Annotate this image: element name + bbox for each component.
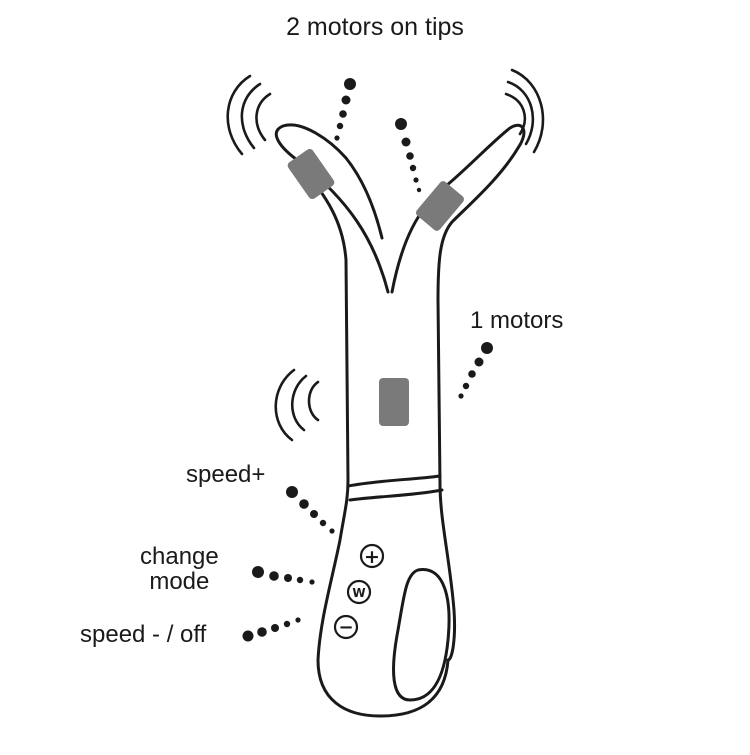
device-stem-right bbox=[436, 298, 456, 662]
device-handle-hole bbox=[392, 568, 451, 702]
motor-tip-left bbox=[287, 148, 335, 200]
device-band-top bbox=[346, 474, 442, 488]
plus-button-ring bbox=[359, 543, 385, 569]
leader-change-mode bbox=[252, 566, 315, 585]
device-band-bottom bbox=[348, 488, 444, 502]
vibration-arcs-body bbox=[274, 368, 320, 442]
body-motor-label: 1 motors bbox=[470, 307, 564, 334]
motor-tip-right bbox=[416, 181, 464, 231]
speed-down-button[interactable]: − bbox=[338, 617, 353, 638]
speed-down-label: speed - / off bbox=[80, 621, 207, 648]
minus-button-ring bbox=[333, 614, 359, 640]
mode-button[interactable]: W bbox=[352, 586, 365, 600]
leader-body-motor bbox=[458, 342, 493, 399]
device-body-left-outline bbox=[275, 123, 390, 294]
vibration-arcs-right-tip bbox=[504, 68, 545, 154]
leader-tip-right bbox=[395, 118, 422, 193]
change-mode-line1: change bbox=[140, 543, 219, 570]
leader-speed-down bbox=[242, 617, 301, 642]
device-body-right-outline bbox=[390, 123, 526, 302]
tip-motors-label: 2 motors on tips bbox=[286, 13, 464, 41]
vibration-arcs-left-tip bbox=[226, 74, 272, 156]
leader-speed-up bbox=[286, 486, 335, 534]
mode-button-ring bbox=[346, 579, 372, 605]
motor-body bbox=[379, 378, 409, 426]
device-stem-left bbox=[304, 170, 450, 718]
leader-tip-left bbox=[334, 78, 356, 141]
change-mode-line2: mode bbox=[149, 568, 210, 596]
change-mode-label: change mode bbox=[140, 543, 219, 596]
speed-up-label: speed+ bbox=[186, 461, 266, 488]
speed-up-button[interactable]: + bbox=[364, 546, 380, 568]
